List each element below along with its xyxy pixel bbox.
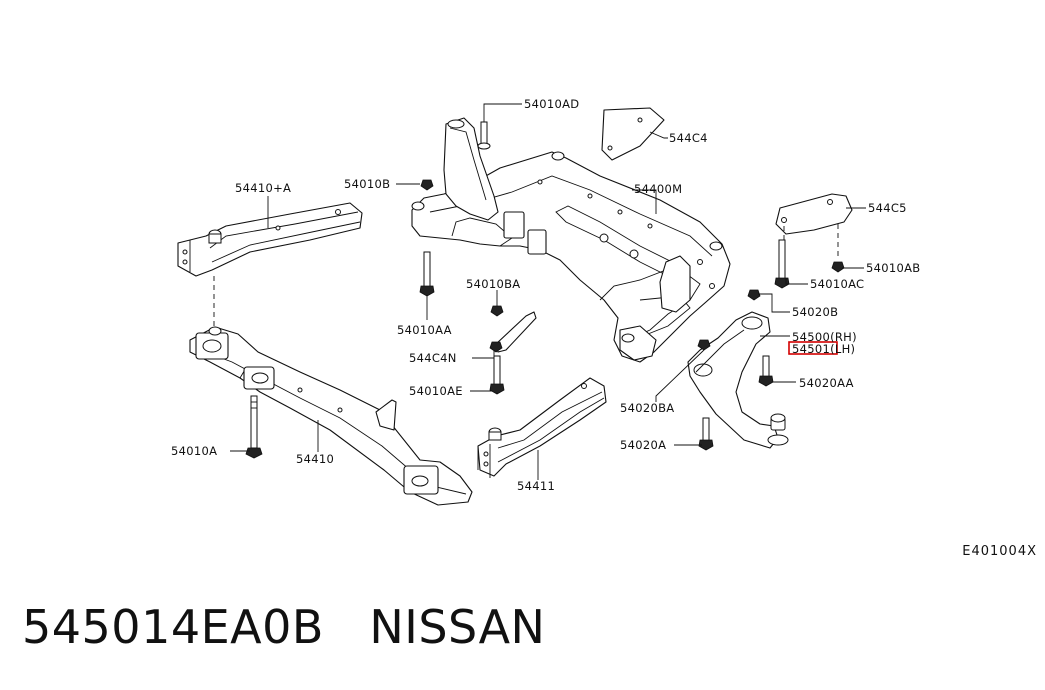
label-544c5: 544C5 (868, 201, 907, 215)
nut-54020ba (697, 339, 711, 351)
bracket-54410a (177, 202, 363, 277)
label-54010ab: 54010AB (866, 261, 920, 275)
bolt-54020aa (758, 355, 774, 387)
label-54411: 54411 (517, 479, 555, 493)
footer-caption: 545014EA0B NISSAN (22, 600, 545, 654)
nut-54010ab (831, 261, 845, 273)
part-number: 545014EA0B (22, 600, 324, 654)
label-54500: 54500(RH) (792, 330, 857, 344)
bolt-54010aa (419, 251, 435, 297)
bracket-544c5 (775, 193, 853, 260)
part-labels: 54010AD 544C4 54410+A 54010B 54400M 544C… (171, 97, 920, 493)
bolt-54010ac (774, 239, 790, 289)
label-54400m: 54400M (634, 182, 682, 196)
label-544c4n: 544C4N (409, 351, 457, 365)
label-54010ac: 54010AC (810, 277, 864, 291)
subframe-54400m (411, 117, 731, 363)
leader-lines (230, 103, 866, 480)
nut-54020b (747, 289, 761, 301)
member-54410 (189, 326, 473, 506)
label-54020a: 54020A (620, 438, 666, 452)
label-54010ad: 54010AD (524, 97, 579, 111)
label-54020b: 54020B (792, 305, 838, 319)
label-54020ba: 54020BA (620, 401, 674, 415)
label-54020aa: 54020AA (799, 376, 854, 390)
label-54501: 54501(LH) (792, 342, 855, 356)
bracket-54411 (477, 377, 607, 478)
highlight-box (788, 341, 838, 355)
brand-name: NISSAN (369, 600, 546, 654)
label-54410a: 54410+A (235, 181, 291, 195)
label-54410: 54410 (296, 452, 334, 466)
bolt-54010a (245, 395, 263, 459)
label-54010a: 54010A (171, 444, 217, 458)
control-arm-54500 (687, 311, 789, 449)
label-54010ae: 54010AE (409, 384, 463, 398)
label-54010b: 54010B (344, 177, 390, 191)
nut-54010b (420, 179, 434, 191)
label-54010ba: 54010BA (466, 277, 520, 291)
label-54010aa: 54010AA (397, 323, 452, 337)
bracket-544c4n (489, 305, 537, 395)
bracket-544c4 (601, 107, 665, 161)
bolt-54010ad (477, 121, 491, 150)
label-544c4: 544C4 (669, 131, 708, 145)
diagram-code: E401004X (962, 544, 1037, 559)
